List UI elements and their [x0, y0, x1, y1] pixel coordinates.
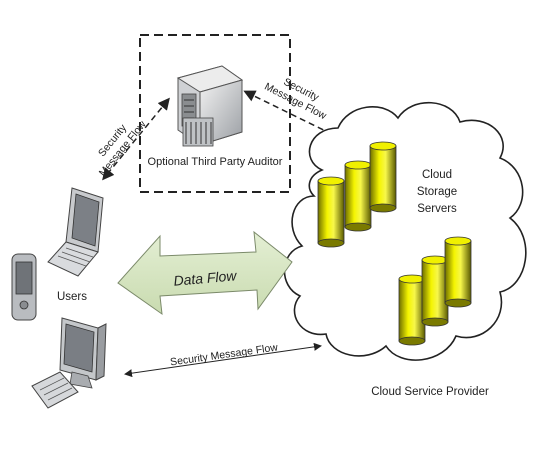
storage-server-cylinder — [421, 255, 449, 327]
auditor-group: Optional Third Party Auditor — [139, 34, 291, 193]
users-label: Users — [57, 291, 87, 303]
storage-server-cylinder — [317, 176, 345, 248]
storage-server-cylinder — [398, 274, 426, 346]
cloud-label-line2: Storage — [417, 186, 457, 198]
storage-server-cylinder — [369, 141, 397, 213]
auditor-label: Optional Third Party Auditor — [148, 156, 283, 168]
cloud-service-provider-label: Cloud Service Provider — [371, 386, 489, 398]
bottom-security-flow-label: Security Message Flow — [169, 341, 279, 368]
left-security-flow-arrow — [102, 97, 170, 181]
storage-server-cylinder — [444, 236, 472, 308]
data-flow-label: Data Flow — [173, 267, 238, 289]
data-flow-arrow: Data Flow — [117, 230, 293, 316]
auditor-server-icon — [176, 65, 244, 147]
storage-servers-bottom — [398, 236, 472, 346]
desktop-computer-icon — [31, 317, 107, 409]
pda-icon — [11, 253, 37, 321]
cloud-label-line1: Cloud — [422, 169, 452, 181]
storage-server-cylinder — [344, 160, 372, 232]
storage-servers-top — [317, 141, 397, 248]
laptop-icon — [47, 187, 104, 277]
cloud-label-line3: Servers — [417, 203, 457, 215]
bottom-security-flow-arrow — [124, 342, 322, 378]
